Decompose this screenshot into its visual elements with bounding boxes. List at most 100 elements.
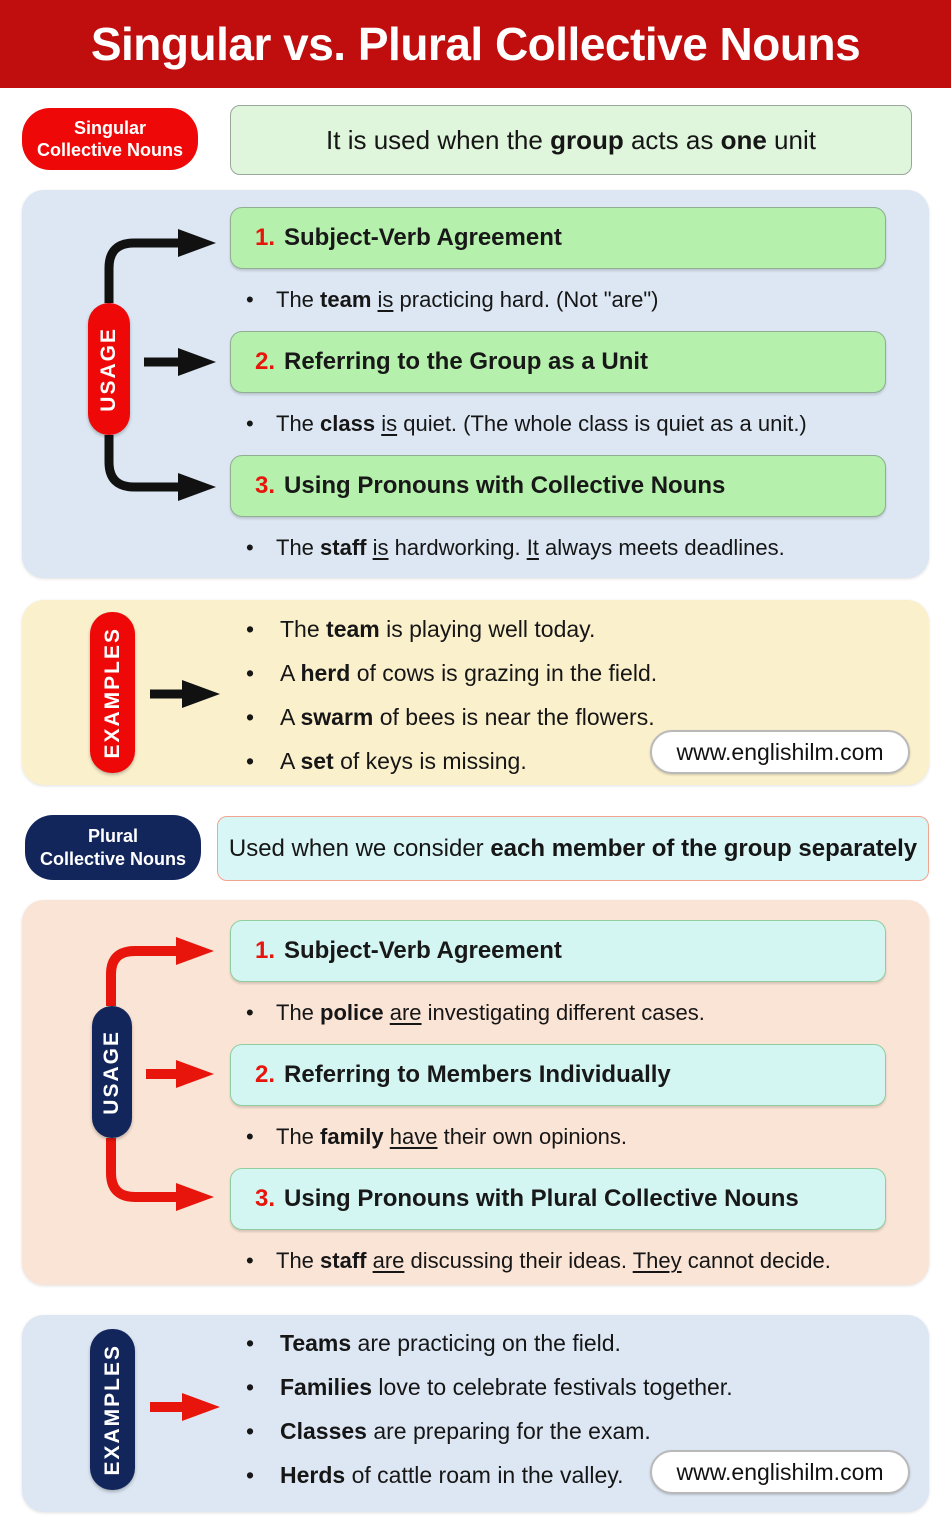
- arrow-head-icon: [182, 1393, 220, 1421]
- singular-definition-text: It is used when the group acts as one un…: [326, 124, 816, 155]
- example-item: • A set of keys is missing.: [246, 746, 896, 776]
- examples-pill-plural: EXAMPLES: [90, 1329, 135, 1490]
- example-item: • Classes are preparing for the exam.: [246, 1416, 896, 1446]
- example-text: A set of keys is missing.: [280, 748, 527, 774]
- singular-badge-line2: Collective Nouns: [36, 140, 184, 160]
- bullet-dot: •: [246, 411, 254, 436]
- plural-usage-section: USAGE 1. Subject-Verb Agreement • The po…: [22, 900, 929, 1285]
- singular-examples-section: EXAMPLES • The team is playing well toda…: [22, 600, 929, 785]
- bullet-dot: •: [246, 1374, 255, 1400]
- usage-pill-plural: USAGE: [92, 1006, 132, 1138]
- usage-item-number: 1.: [255, 937, 276, 964]
- bullet-dot: •: [246, 1124, 254, 1149]
- plural-examples-content: • Teams are practicing on the field. • F…: [230, 1315, 896, 1490]
- example-text: Classes are preparing for the exam.: [280, 1418, 651, 1444]
- usage-pill-singular: USAGE: [88, 303, 130, 435]
- singular-definition-box: It is used when the group acts as one un…: [230, 105, 912, 175]
- usage-item-box: 1. Subject-Verb Agreement: [230, 207, 886, 269]
- red-elbow-arrows: [106, 937, 214, 1211]
- bullet-dot: •: [246, 1462, 255, 1488]
- usage-example-text: The police are investigating different c…: [276, 1000, 705, 1025]
- usage-example-text: The family have their own opinions.: [276, 1124, 628, 1149]
- example-text: A swarm of bees is near the flowers.: [280, 704, 655, 730]
- singular-examples-content: • The team is playing well today. • A he…: [230, 600, 896, 776]
- website-text: www.englishilm.com: [676, 1458, 884, 1485]
- bullet-dot: •: [246, 287, 254, 312]
- usage-item-number: 1.: [255, 224, 276, 251]
- singular-badge: Singular Collective Nouns: [22, 108, 198, 170]
- page-title: Singular vs. Plural Collective Nouns: [90, 18, 861, 70]
- usage-item-number: 3.: [255, 472, 276, 499]
- usage-item-title: Using Pronouns with Collective Nouns: [284, 472, 726, 499]
- arrow-head-icon: [178, 473, 216, 501]
- examples-pill-label: EXAMPLES: [100, 1343, 124, 1476]
- bullet-dot: •: [246, 660, 255, 686]
- example-text: Herds of cattle roam in the valley.: [280, 1462, 624, 1488]
- usage-pill-label: USAGE: [100, 1029, 123, 1115]
- usage-item-title: Using Pronouns with Plural Collective No…: [284, 1185, 799, 1212]
- black-elbow-arrows: [104, 229, 216, 501]
- usage-item-title: Referring to the Group as a Unit: [284, 348, 649, 375]
- example-item: • Teams are practicing on the field.: [246, 1328, 896, 1358]
- usage-example-text: The staff are discussing their ideas. Th…: [276, 1248, 831, 1273]
- singular-usage-rail: USAGE: [22, 190, 230, 578]
- plural-examples-section: EXAMPLES • Teams are practicing on the f…: [22, 1315, 929, 1512]
- usage-item-box: 2. Referring to Members Individually: [230, 1044, 886, 1106]
- header-banner: Singular vs. Plural Collective Nouns: [0, 0, 951, 88]
- bullet-dot: •: [246, 535, 254, 560]
- examples-pill-label: EXAMPLES: [100, 626, 124, 759]
- bullet-dot: •: [246, 1330, 255, 1356]
- bullet-dot: •: [246, 616, 255, 642]
- arrow-head-icon: [182, 680, 220, 708]
- example-item: • A herd of cows is grazing in the field…: [246, 658, 896, 688]
- usage-item-example: • The class is quiet. (The whole class i…: [246, 411, 896, 437]
- plural-badge-line1: Plural: [87, 826, 139, 846]
- usage-example-text: The staff is hardworking. It always meet…: [276, 535, 785, 560]
- singular-usage-section: USAGE 1. Subject-Verb Agreement • The te…: [22, 190, 929, 578]
- usage-item-number: 2.: [255, 348, 276, 375]
- bullet-dot: •: [246, 704, 255, 730]
- arrow-head-icon: [178, 348, 216, 376]
- usage-example-text: The class is quiet. (The whole class is …: [276, 411, 807, 436]
- usage-item-title: Referring to Members Individually: [284, 1061, 671, 1088]
- example-text: Teams are practicing on the field.: [280, 1330, 621, 1356]
- plural-examples-rail: EXAMPLES: [22, 1315, 230, 1512]
- arrow-head-icon: [176, 1183, 214, 1211]
- plural-usage-content: 1. Subject-Verb Agreement • The police a…: [230, 900, 896, 1274]
- usage-item-number: 2.: [255, 1061, 276, 1088]
- example-item: • Families love to celebrate festivals t…: [246, 1372, 896, 1402]
- usage-item-example: • The family have their own opinions.: [246, 1124, 896, 1150]
- usage-item-box: 3. Using Pronouns with Collective Nouns: [230, 455, 886, 517]
- bullet-dot: •: [246, 748, 255, 774]
- website-badge: www.englishilm.com: [650, 1450, 910, 1494]
- usage-item-box: 1. Subject-Verb Agreement: [230, 920, 886, 982]
- bullet-dot: •: [246, 1418, 255, 1444]
- example-text: The team is playing well today.: [280, 616, 596, 642]
- arrow-head-icon: [176, 1060, 214, 1088]
- bullet-dot: •: [246, 1248, 254, 1273]
- usage-item-number: 3.: [255, 1185, 276, 1212]
- example-item: • Herds of cattle roam in the valley.: [246, 1460, 896, 1490]
- website-text: www.englishilm.com: [676, 738, 884, 765]
- usage-item-example: • The team is practicing hard. (Not "are…: [246, 287, 896, 313]
- plural-badge: Plural Collective Nouns: [25, 815, 201, 880]
- examples-pill-singular: EXAMPLES: [90, 612, 135, 773]
- singular-examples-rail: EXAMPLES: [22, 600, 230, 785]
- usage-item-title: Subject-Verb Agreement: [284, 937, 562, 964]
- plural-badge-line2: Collective Nouns: [39, 848, 187, 869]
- example-item: • A swarm of bees is near the flowers.: [246, 702, 896, 732]
- plural-definition-box: Used when we consider each member of the…: [217, 816, 929, 881]
- example-text: Families love to celebrate festivals tog…: [280, 1374, 733, 1400]
- usage-item-example: • The staff are discussing their ideas. …: [246, 1248, 896, 1274]
- singular-usage-content: 1. Subject-Verb Agreement • The team is …: [230, 190, 896, 561]
- black-arrow: [150, 680, 220, 708]
- plural-usage-rail: USAGE: [22, 900, 230, 1285]
- bullet-dot: •: [246, 1000, 254, 1025]
- usage-item-example: • The staff is hardworking. It always me…: [246, 535, 896, 561]
- example-item: • The team is playing well today.: [246, 614, 896, 644]
- usage-pill-label: USAGE: [97, 326, 120, 412]
- usage-item-box: 2. Referring to the Group as a Unit: [230, 331, 886, 393]
- red-arrow: [150, 1393, 220, 1421]
- usage-item-example: • The police are investigating different…: [246, 1000, 896, 1026]
